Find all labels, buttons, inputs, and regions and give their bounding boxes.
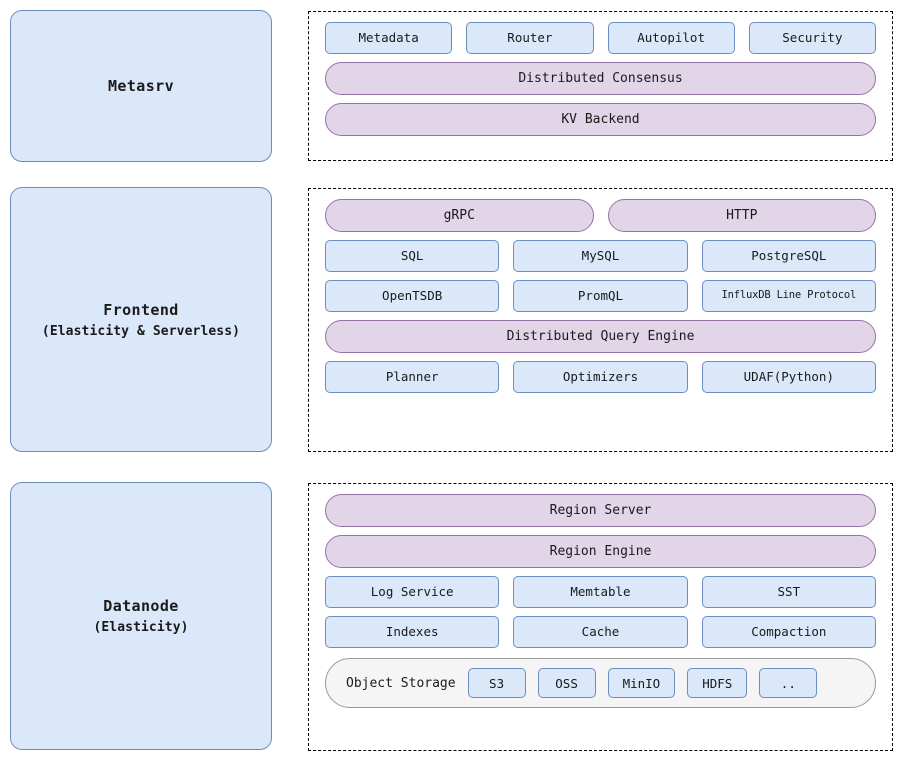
datanode-row-region-engine: Region Engine	[325, 535, 876, 568]
datanode-row-storage-components-1: Log Service Memtable SST	[325, 576, 876, 608]
chip-udaf-python[interactable]: UDAF(Python)	[701, 361, 876, 393]
group-frontend: gRPC HTTP SQL MySQL PostgreSQL OpenTSDB …	[308, 188, 893, 452]
chip-minio[interactable]: MinIO	[607, 668, 676, 698]
metasrv-row-consensus: Distributed Consensus	[325, 62, 876, 95]
panel-subtitle-datanode: (Elasticity)	[93, 620, 189, 635]
chip-more[interactable]: ..	[759, 668, 818, 698]
frontend-row-query-engine: Distributed Query Engine	[325, 320, 876, 353]
chip-mysql[interactable]: MySQL	[513, 240, 688, 272]
pill-region-server[interactable]: Region Server	[325, 494, 876, 527]
frontend-row-protocols: gRPC HTTP	[325, 199, 876, 232]
panel-title-frontend: Frontend	[103, 300, 179, 319]
chip-optimizers[interactable]: Optimizers	[513, 361, 688, 393]
group-metasrv: Metadata Router Autopilot Security Distr…	[308, 11, 893, 161]
chip-planner[interactable]: Planner	[325, 361, 500, 393]
group-datanode: Region Server Region Engine Log Service …	[308, 483, 893, 751]
frontend-row-engine-components: Planner Optimizers UDAF(Python)	[325, 361, 876, 393]
chip-postgresql[interactable]: PostgreSQL	[701, 240, 876, 272]
pill-http[interactable]: HTTP	[607, 199, 876, 232]
object-storage-label: Object Storage	[346, 675, 456, 691]
panel-subtitle-frontend: (Elasticity & Serverless)	[41, 323, 241, 339]
pill-region-engine[interactable]: Region Engine	[325, 535, 876, 568]
chip-sst[interactable]: SST	[701, 576, 876, 608]
datanode-row-region-server: Region Server	[325, 494, 876, 527]
chip-autopilot[interactable]: Autopilot	[607, 22, 735, 54]
frontend-row-query-languages-1: SQL MySQL PostgreSQL	[325, 240, 876, 272]
chip-promql[interactable]: PromQL	[513, 280, 688, 312]
chip-metadata[interactable]: Metadata	[325, 22, 453, 54]
panel-title-metasrv: Metasrv	[107, 77, 174, 95]
chip-hdfs[interactable]: HDFS	[687, 668, 748, 698]
chip-security[interactable]: Security	[748, 22, 876, 54]
panel-metasrv: Metasrv	[10, 10, 272, 162]
metasrv-row-components: Metadata Router Autopilot Security	[325, 22, 876, 54]
pill-distributed-query-engine[interactable]: Distributed Query Engine	[325, 320, 876, 353]
chip-indexes[interactable]: Indexes	[325, 616, 500, 648]
datanode-row-storage-components-2: Indexes Cache Compaction	[325, 616, 876, 648]
chip-log-service[interactable]: Log Service	[325, 576, 500, 608]
pill-kv-backend[interactable]: KV Backend	[325, 103, 876, 136]
chip-s3[interactable]: S3	[467, 668, 526, 698]
panel-frontend: Frontend (Elasticity & Serverless)	[10, 187, 272, 452]
chip-memtable[interactable]: Memtable	[513, 576, 688, 608]
pill-grpc[interactable]: gRPC	[325, 199, 594, 232]
chip-oss[interactable]: OSS	[537, 668, 596, 698]
pill-distributed-consensus[interactable]: Distributed Consensus	[325, 62, 876, 95]
chip-opentsdb[interactable]: OpenTSDB	[325, 280, 500, 312]
chip-router[interactable]: Router	[466, 22, 594, 54]
chip-sql[interactable]: SQL	[325, 240, 500, 272]
object-storage-container: Object Storage S3 OSS MinIO HDFS ..	[325, 658, 876, 708]
panel-title-datanode: Datanode	[103, 597, 179, 615]
chip-influxdb-line-protocol[interactable]: InfluxDB Line Protocol	[701, 280, 876, 312]
metasrv-row-kv: KV Backend	[325, 103, 876, 136]
frontend-row-query-languages-2: OpenTSDB PromQL InfluxDB Line Protocol	[325, 280, 876, 312]
panel-datanode: Datanode (Elasticity)	[10, 482, 272, 750]
chip-compaction[interactable]: Compaction	[701, 616, 876, 648]
chip-cache[interactable]: Cache	[513, 616, 688, 648]
